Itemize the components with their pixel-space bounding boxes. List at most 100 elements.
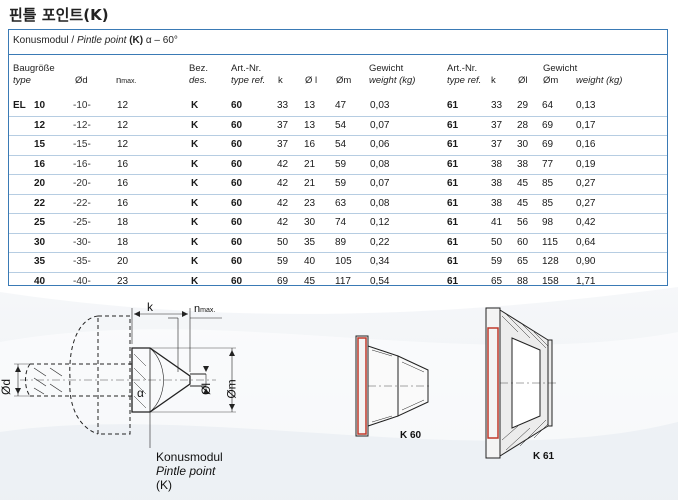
cell-art1: 60 — [231, 158, 243, 170]
pintle-label: Konusmodul Pintle point (K) — [156, 450, 223, 492]
cell-art2: 61 — [447, 119, 459, 131]
cell-w2: 0,13 — [576, 100, 596, 111]
cell-prefix: EL — [13, 100, 26, 111]
dim-n-label: nmax. — [194, 303, 215, 315]
cell-d: -10- — [73, 100, 91, 111]
cell-art1: 60 — [231, 178, 243, 189]
cell-k2: 65 — [491, 275, 503, 287]
cell-size: 15 — [34, 139, 46, 150]
dim-n-main: n — [194, 303, 201, 315]
cell-l2: 60 — [517, 236, 529, 248]
cell-w2: 0,64 — [576, 236, 596, 248]
header-art2-en: type ref. — [447, 75, 482, 86]
header-l2: Øl — [518, 75, 528, 86]
header-size-en: type — [13, 75, 31, 86]
caption-bold: (K) — [126, 35, 144, 46]
cell-k2: 41 — [491, 217, 503, 228]
header-w2-de: Gewicht — [543, 63, 578, 74]
cell-art1: 60 — [231, 139, 243, 150]
cell-w2: 0,90 — [576, 256, 596, 267]
header-art1-en: type ref. — [231, 75, 266, 86]
cell-k1: 37 — [277, 119, 289, 131]
cell-k1: 42 — [277, 178, 289, 189]
dim-n-sub: max. — [200, 307, 216, 314]
header-l1: Ø l — [305, 75, 318, 86]
cell-d: -16- — [73, 158, 91, 170]
cell-art2: 61 — [447, 256, 459, 267]
cell-l2: 45 — [517, 178, 529, 189]
dim-alpha-label: α — [137, 386, 144, 400]
cell-des: K — [191, 119, 199, 131]
caption-prefix: Konusmodul / — [13, 35, 77, 46]
header-w2-en: weight (kg) — [576, 75, 623, 86]
cell-m1: 47 — [335, 100, 347, 111]
cell-k2: 33 — [491, 100, 503, 111]
cell-l1: 23 — [304, 197, 316, 209]
cell-w2: 1,71 — [576, 275, 596, 287]
cell-k2: 59 — [491, 256, 503, 267]
cell-l1: 13 — [304, 100, 316, 111]
cell-l2: 45 — [517, 197, 529, 209]
cell-m1: 54 — [335, 139, 347, 150]
header-m2: Øm — [543, 75, 559, 86]
cell-size: 10 — [34, 100, 46, 111]
cell-des: K — [191, 100, 199, 111]
cell-m1: 117 — [335, 275, 351, 287]
header-n-main: n — [116, 75, 122, 86]
cell-l2: 88 — [517, 275, 529, 287]
cell-w2: 0,19 — [576, 158, 596, 170]
cell-l2: 28 — [517, 119, 529, 131]
pintle-label-en: Pintle point — [156, 464, 216, 478]
cell-art1: 60 — [231, 100, 243, 111]
cell-size: 40 — [34, 275, 46, 287]
cell-des: K — [191, 236, 199, 248]
cell-art2: 61 — [447, 236, 459, 248]
cell-m2: 77 — [542, 158, 554, 170]
k61-label: K 61 — [533, 451, 555, 462]
dim-d-label: Ød — [0, 378, 14, 396]
cell-n: 16 — [117, 197, 129, 209]
cell-art1: 60 — [231, 197, 243, 209]
cell-l1: 45 — [304, 275, 316, 287]
cell-art2: 61 — [447, 217, 459, 228]
cell-k2: 37 — [491, 139, 503, 150]
cell-w1: 0,12 — [370, 217, 390, 228]
cell-size: 16 — [34, 158, 46, 170]
technical-drawing — [14, 307, 556, 459]
cell-l1: 21 — [304, 158, 316, 170]
cell-n: 12 — [117, 100, 129, 111]
header-des-de: Bez. — [189, 63, 209, 74]
cell-art2: 61 — [447, 139, 459, 150]
cell-n: 18 — [117, 217, 129, 228]
cell-d: -30- — [73, 236, 91, 248]
cell-w1: 0,54 — [370, 275, 390, 287]
header-size-de: Baugröße — [13, 63, 55, 74]
cell-w1: 0,07 — [370, 178, 390, 189]
cell-size: 12 — [34, 119, 46, 131]
cell-art2: 61 — [447, 100, 459, 111]
cell-k1: 37 — [277, 139, 289, 150]
cell-w2: 0,42 — [576, 217, 596, 228]
cell-m1: 54 — [335, 119, 347, 131]
cell-m1: 74 — [335, 217, 347, 228]
caption-angle: α – 60° — [143, 35, 178, 46]
cell-k1: 33 — [277, 100, 289, 111]
cell-size: 20 — [34, 178, 46, 189]
cell-k1: 69 — [277, 275, 289, 287]
cell-des: K — [191, 275, 199, 287]
header-w1-en: weight (kg) — [369, 75, 416, 86]
cell-m1: 59 — [335, 178, 347, 189]
cell-m2: 64 — [542, 100, 554, 111]
cell-art2: 61 — [447, 158, 459, 170]
cell-art1: 60 — [231, 217, 243, 228]
cell-k2: 38 — [491, 178, 503, 189]
cell-art2: 61 — [447, 197, 459, 209]
k60-label: K 60 — [400, 430, 422, 441]
header-k1: k — [278, 75, 283, 86]
header-n-sub: max. — [121, 78, 137, 85]
cell-k2: 50 — [491, 236, 503, 248]
